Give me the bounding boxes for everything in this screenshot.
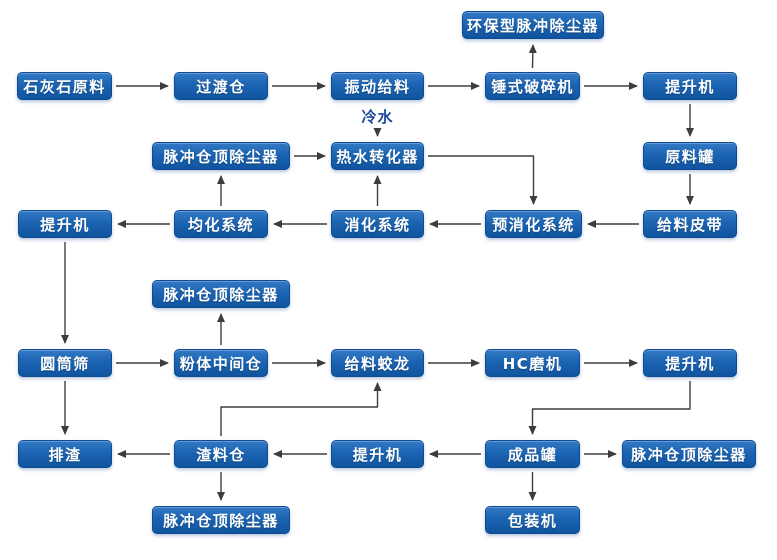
node-eco-pulse-dust-collector: 环保型脉冲除尘器: [462, 11, 604, 39]
edge-slag-bin-to-feeding-screw: [220, 382, 382, 436]
node-slag-bin: 渣料仓: [174, 440, 268, 468]
edge-elevator-3-to-finished-product-tank: [528, 381, 691, 435]
node-homogenization-system: 均化系统: [174, 210, 268, 238]
node-raw-material-tank: 原料罐: [643, 142, 737, 170]
edge-hammer-crusher-to-eco-pulse-dust-collector: [528, 44, 537, 69]
node-elevator-3: 提升机: [643, 349, 737, 377]
node-feeding-belt: 给料皮带: [643, 210, 737, 238]
node-hc-mill: HC磨机: [485, 349, 580, 377]
node-elevator-4: 提升机: [331, 440, 424, 468]
node-digestion-system: 消化系统: [331, 210, 424, 238]
label-cold-water: 冷水: [361, 107, 394, 126]
node-slag-discharge: 排渣: [18, 440, 112, 468]
node-hot-water-converter: 热水转化器: [331, 142, 424, 170]
node-feeding-screw: 给料蛟龙: [331, 349, 424, 377]
node-pulse-silo-dust-collector-4: 脉冲仓顶除尘器: [152, 506, 290, 534]
node-elevator-1: 提升机: [643, 72, 737, 100]
node-packing-machine: 包装机: [485, 506, 580, 534]
node-pre-digestion-system: 预消化系统: [485, 210, 582, 238]
node-limestone-raw-material: 石灰石原料: [17, 72, 112, 100]
edge-hot-water-converter-to-pre-digestion-system: [428, 155, 538, 205]
node-drum-screen: 圆筒筛: [18, 349, 112, 377]
node-pulse-silo-dust-collector-2: 脉冲仓顶除尘器: [152, 280, 290, 308]
node-pulse-silo-dust-collector-1: 脉冲仓顶除尘器: [152, 142, 290, 170]
node-powder-intermediate-bin: 粉体中间仓: [174, 349, 268, 377]
node-pulse-silo-dust-collector-3: 脉冲仓顶除尘器: [622, 440, 756, 468]
node-hammer-crusher: 锤式破碎机: [485, 72, 580, 100]
node-elevator-2: 提升机: [18, 210, 112, 238]
node-finished-product-tank: 成品罐: [485, 440, 580, 468]
node-vibrating-feeder: 振动给料: [331, 72, 424, 100]
node-transition-bin: 过渡仓: [174, 72, 268, 100]
